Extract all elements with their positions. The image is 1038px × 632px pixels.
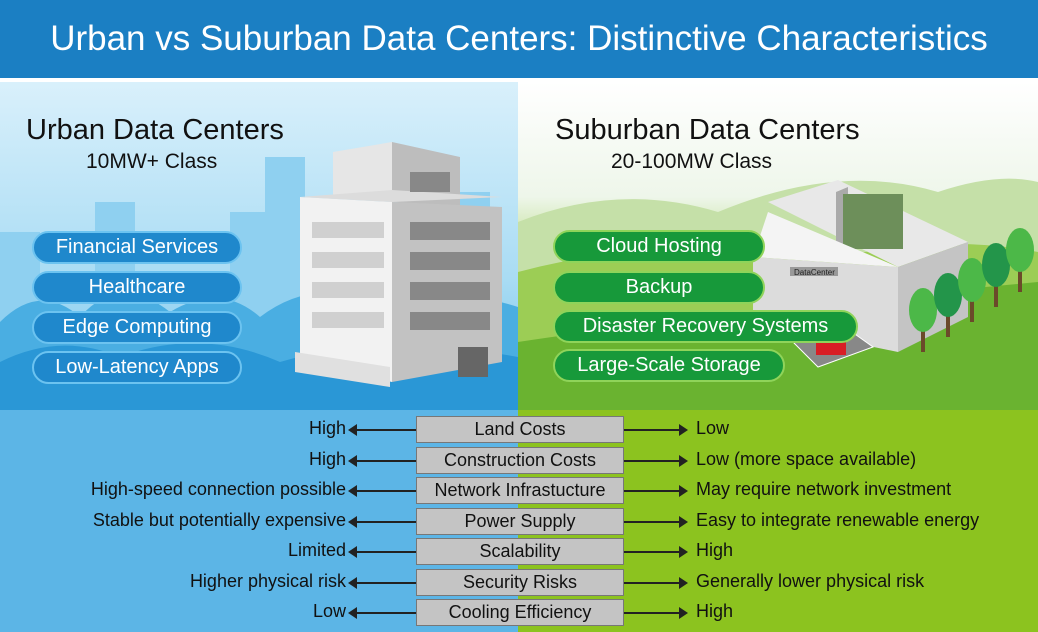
- urban-value: Stable but potentially expensive: [92, 509, 346, 530]
- tree-icons: [909, 228, 1034, 352]
- urban-use-pill: Financial Services: [32, 231, 242, 264]
- suburban-use-pill: Disaster Recovery Systems: [553, 310, 858, 343]
- suburban-value: Low (more space available): [696, 448, 917, 469]
- arrow-left-icon: [348, 485, 416, 497]
- suburban-panel: DataCenter Suburban Data Centers 20-100M…: [518, 82, 1038, 410]
- comparison-row: Limited Scalability High: [0, 538, 1038, 566]
- factor-label: Scalability: [416, 538, 624, 565]
- arrow-right-icon: [624, 576, 688, 589]
- arrow-right-icon: [624, 515, 688, 528]
- arrow-right-icon: [624, 454, 688, 467]
- factor-label: Construction Costs: [416, 446, 624, 474]
- suburban-value: Low: [696, 418, 730, 438]
- city-skyline-illustration: [0, 142, 518, 410]
- suburban-use-pill: Cloud Hosting: [553, 230, 765, 263]
- urban-value: High: [308, 448, 346, 469]
- arrow-left-icon: [348, 515, 416, 528]
- urban-value: High-speed connection possible: [90, 479, 346, 499]
- suburban-value: High: [696, 601, 734, 621]
- arrow-right-icon: [624, 424, 688, 436]
- urban-use-pill: Healthcare: [32, 271, 242, 304]
- arrow-left-icon: [348, 546, 416, 558]
- factor-label: Security Risks: [416, 568, 624, 596]
- factor-label: Power Supply: [416, 507, 624, 535]
- comparison-row: High-speed connection possible Network In…: [0, 477, 1038, 505]
- suburban-value: Easy to integrate renewable energy: [696, 509, 980, 530]
- arrow-left-icon: [348, 424, 416, 436]
- urban-class: 10MW+ Class: [86, 150, 218, 173]
- arrow-right-icon: [624, 485, 688, 497]
- arrow-left-icon: [348, 576, 416, 589]
- datacenter-sign: DataCenter: [794, 268, 835, 277]
- urban-heading: Urban Data Centers: [26, 114, 284, 146]
- suburban-use-pill: Backup: [553, 271, 765, 304]
- urban-panel: Urban Data Centers 10MW+ Class Financial…: [0, 82, 518, 410]
- urban-use-pill: Edge Computing: [32, 311, 242, 344]
- factor-label: Network Infrastucture: [416, 477, 624, 504]
- comparison-row: Higher physical risk Security Risks Genera…: [0, 568, 1038, 597]
- comparison-row: Low Cooling Efficiency High: [0, 599, 1038, 627]
- factor-label: Cooling Efficiency: [416, 599, 624, 626]
- urban-value: Limited: [287, 540, 346, 560]
- page-title: Urban vs Suburban Data Centers: Distinct…: [0, 0, 1038, 82]
- urban-use-pill: Low-Latency Apps: [32, 351, 242, 384]
- urban-value: Low: [312, 601, 346, 621]
- office-building-icon: [295, 142, 502, 387]
- arrow-left-icon: [348, 454, 416, 467]
- suburban-value: May require network investment: [696, 479, 952, 499]
- arrow-right-icon: [624, 607, 688, 619]
- suburban-use-pill: Large-Scale Storage: [553, 349, 785, 382]
- suburban-class: 20-100MW Class: [611, 150, 773, 173]
- arrow-left-icon: [348, 607, 416, 619]
- suburban-value: High: [696, 540, 734, 560]
- comparison-row: Stable but potentially expensive Power Su…: [0, 507, 1038, 536]
- comparison-row: High Land Costs Low: [0, 416, 1038, 444]
- urban-value: Higher physical risk: [189, 570, 346, 591]
- urban-value: High: [308, 418, 346, 438]
- arrow-right-icon: [624, 546, 688, 558]
- comparison-row: High Construction Costs Low (more space av…: [0, 446, 1038, 475]
- suburban-value: Generally lower physical risk: [696, 570, 925, 591]
- suburban-heading: Suburban Data Centers: [555, 114, 860, 146]
- factor-label: Land Costs: [416, 416, 624, 443]
